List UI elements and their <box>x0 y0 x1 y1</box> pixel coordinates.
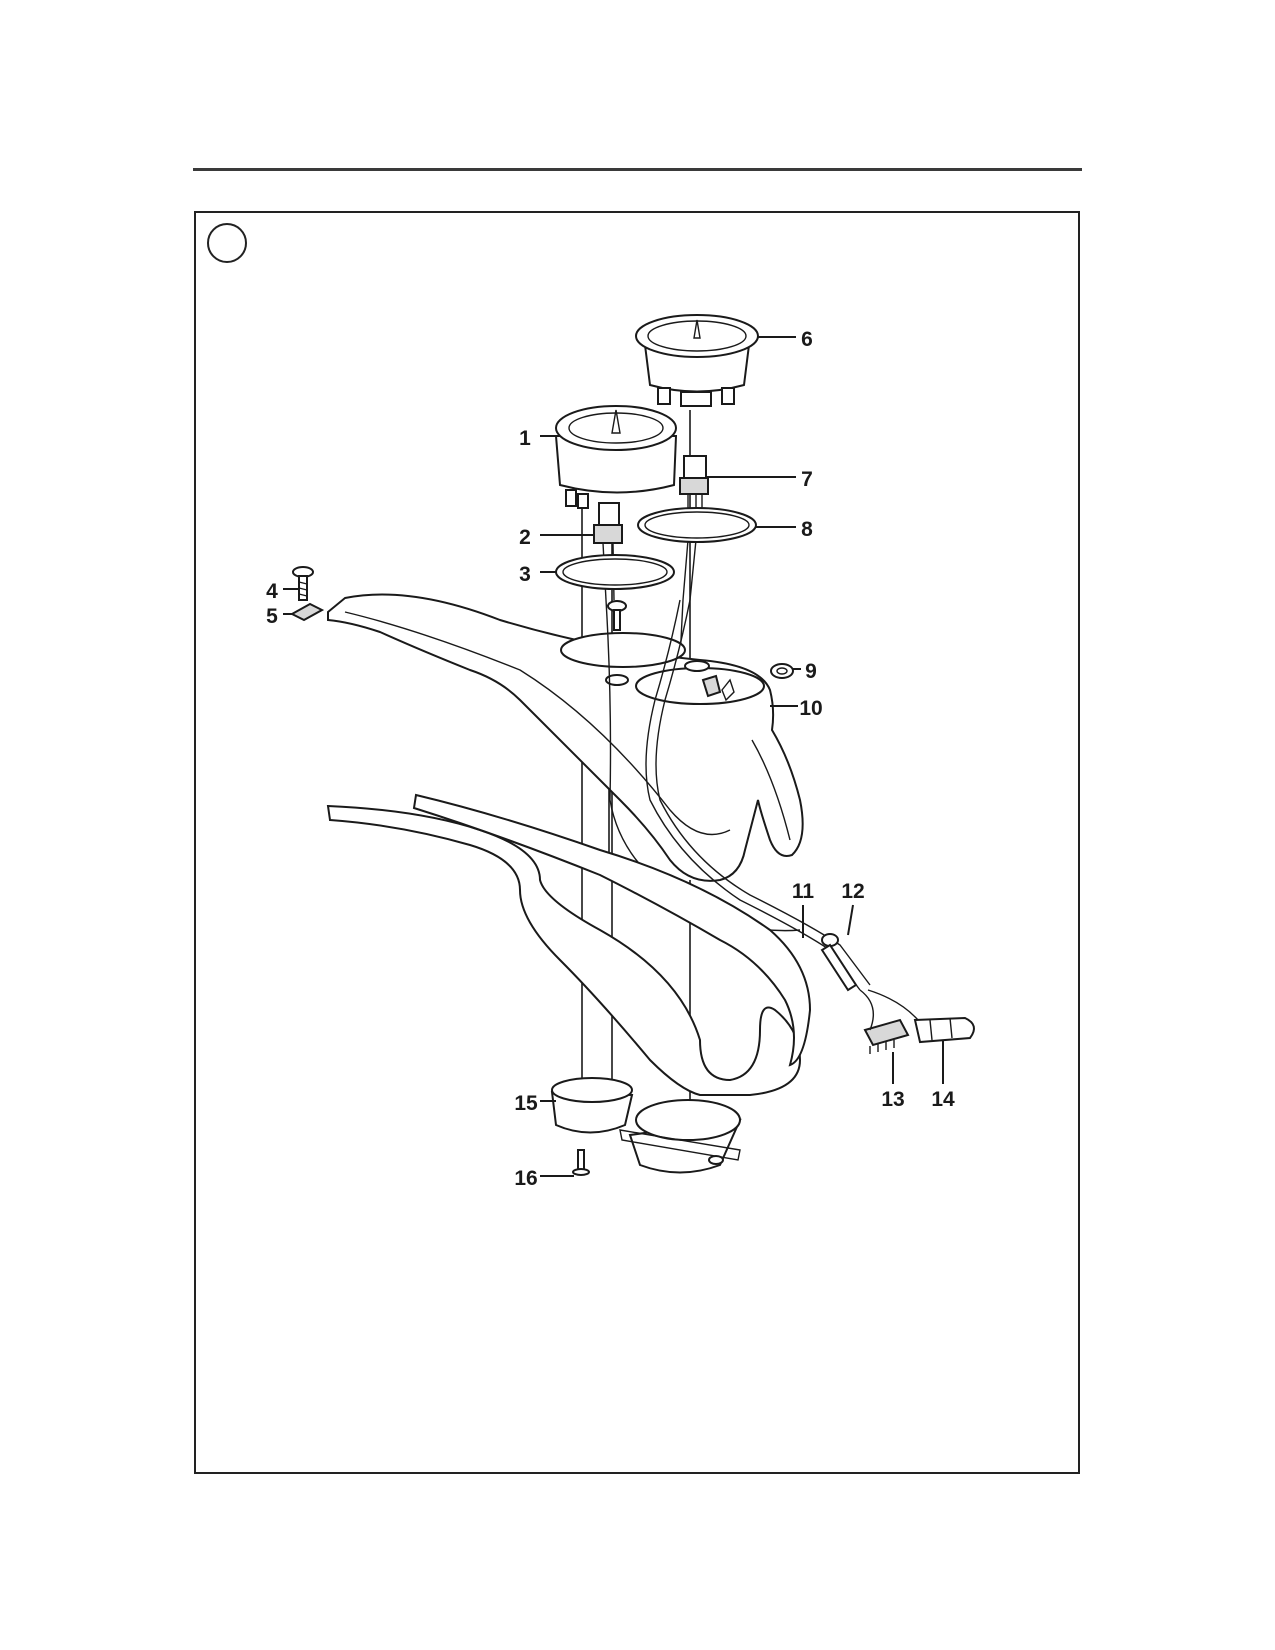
gasket-strip <box>326 793 812 1096</box>
figure-marker-circle <box>207 223 247 263</box>
figure-frame <box>194 211 1080 1474</box>
seal-ring-small <box>555 554 675 590</box>
screw-left <box>292 566 314 601</box>
callout-4: 4 <box>266 580 278 603</box>
callout-1: 1 <box>519 427 531 450</box>
instrument-housing <box>327 593 804 882</box>
callout-15: 15 <box>514 1092 538 1115</box>
connector-13 <box>863 1018 910 1054</box>
cable-grommet <box>820 933 858 992</box>
connector-14 <box>859 989 975 1044</box>
gauge-large <box>635 314 759 407</box>
callout-13: 13 <box>881 1088 904 1111</box>
callout-3: 3 <box>519 563 531 586</box>
callout-7: 7 <box>801 468 813 491</box>
grommet <box>770 663 794 679</box>
callout-numbers: 1 2 3 4 5 6 7 8 9 10 11 12 13 14 15 16 <box>266 328 955 1190</box>
clip-left <box>289 602 325 622</box>
seal-ring-large <box>637 507 757 543</box>
callout-11: 11 <box>792 880 815 903</box>
screw-bottom <box>572 1149 590 1176</box>
header-rule <box>193 168 1082 171</box>
callout-16: 16 <box>514 1167 537 1190</box>
callout-10: 10 <box>799 697 822 720</box>
gauge-cup-base <box>550 1077 742 1174</box>
gauge-small <box>554 405 678 509</box>
screw-mid <box>607 600 627 631</box>
callout-6: 6 <box>801 328 813 351</box>
callout-14: 14 <box>931 1088 955 1111</box>
callout-12: 12 <box>841 880 864 903</box>
callout-8: 8 <box>801 518 813 541</box>
callout-2: 2 <box>519 526 531 549</box>
callout-leaders <box>283 336 944 1177</box>
callout-9: 9 <box>805 660 817 683</box>
callout-5: 5 <box>266 605 278 628</box>
